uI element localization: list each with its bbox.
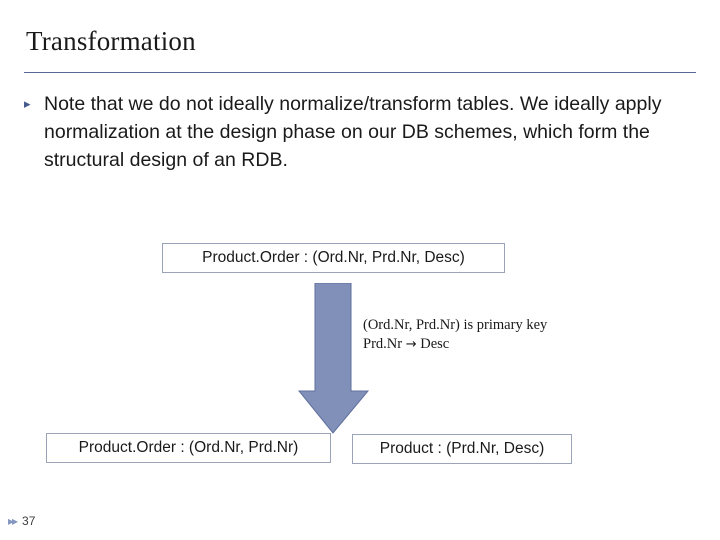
fd-note-line-1: (Ord.Nr, Prd.Nr) is primary key [363,317,548,333]
fd-dependent: Desc [420,336,450,352]
bullet-paragraph: ▸ Note that we do not ideally normalize/… [24,90,696,174]
slide-footer: ▸▸ 37 [8,514,35,528]
result-table-left-box: Product.Order : (Ord.Nr, Prd.Nr) [46,433,331,463]
result-table-right-box: Product : (Prd.Nr, Desc) [352,434,572,464]
page-number: 37 [22,514,36,528]
functional-dependency-note: (Ord.Nr, Prd.Nr) is primary key Prd.Nr →… [363,316,547,354]
footer-chevrons-icon: ▸▸ [8,514,18,528]
fd-determinant: Prd.Nr [363,336,403,352]
bullet-marker-icon: ▸ [24,96,31,111]
bullet-text: Note that we do not ideally normalize/tr… [44,93,662,171]
fd-arrow-icon: → [405,337,417,352]
down-arrow-icon [297,282,370,435]
page-title: Transformation [26,26,196,56]
title-divider [24,72,696,73]
source-table-box: Product.Order : (Ord.Nr, Prd.Nr, Desc) [162,243,505,273]
fd-note-line-2: Prd.Nr → Desc [363,335,547,354]
